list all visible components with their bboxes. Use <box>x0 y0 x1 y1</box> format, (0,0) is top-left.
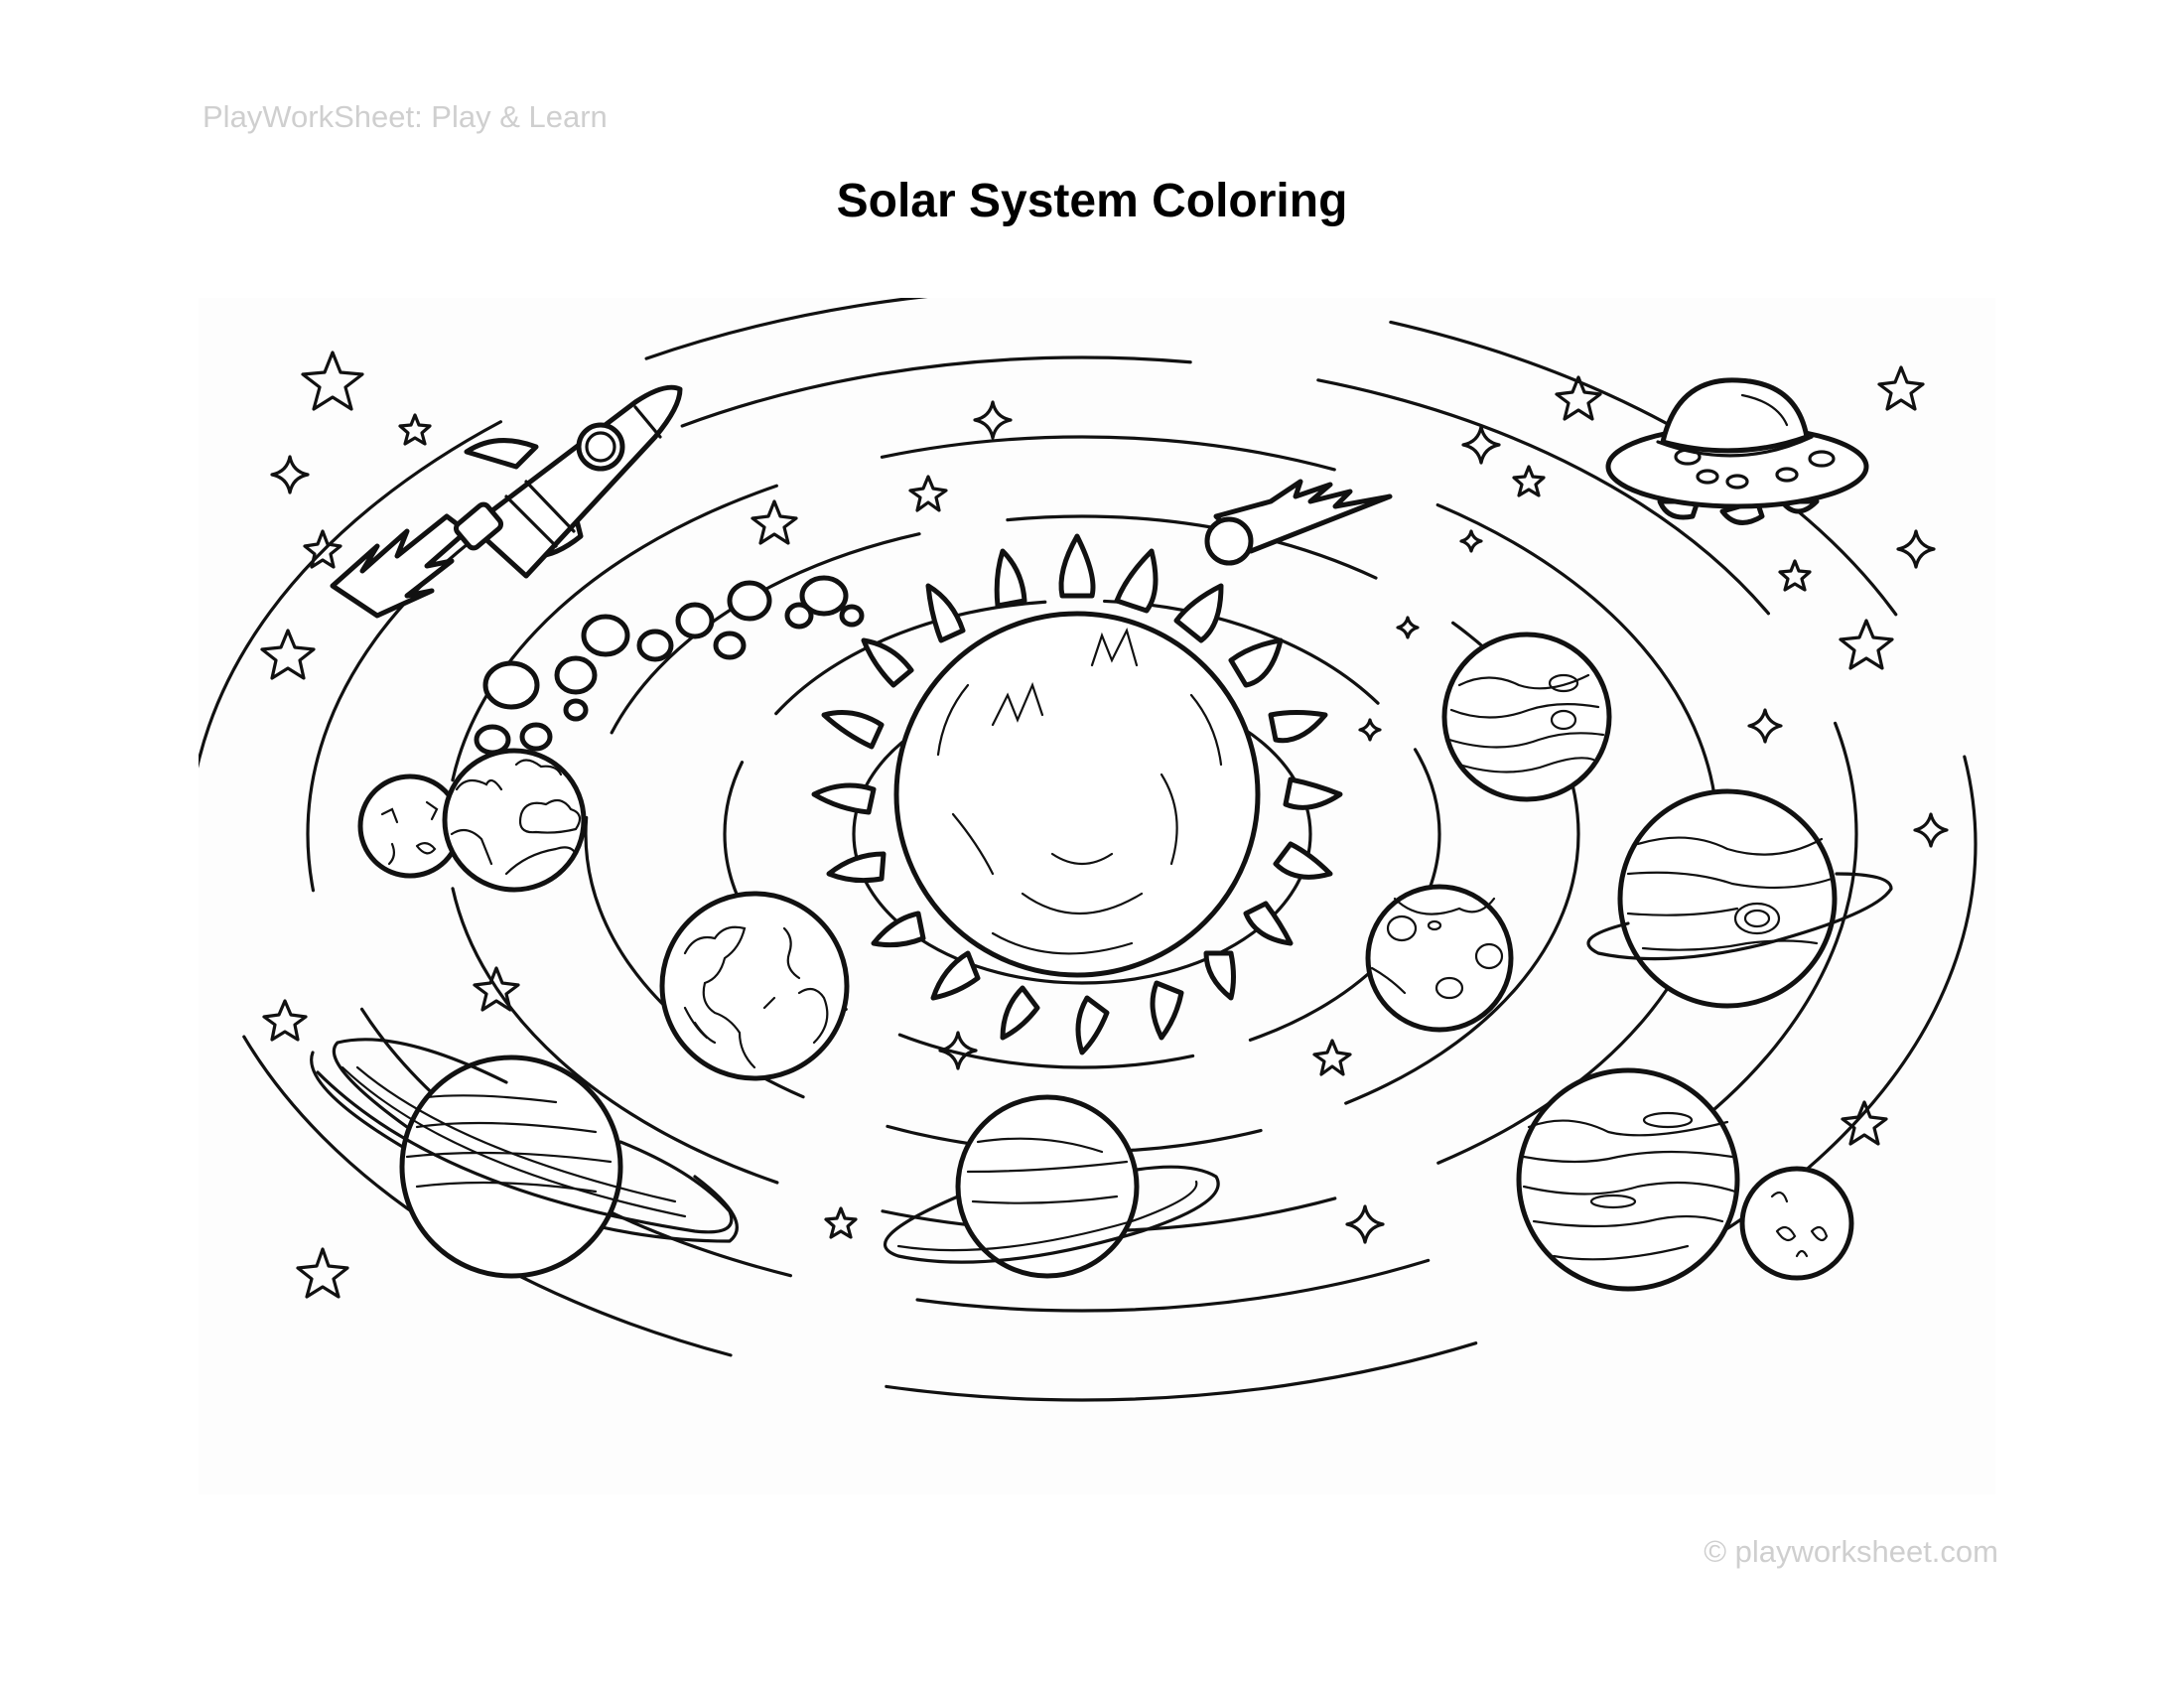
cloudy-planet-icon <box>442 748 587 893</box>
saturn-icon <box>310 1038 739 1279</box>
brand-header: PlayWorkSheet: Play & Learn <box>203 99 608 134</box>
copyright-footer: © playworksheet.com <box>1704 1534 1998 1569</box>
rocket-icon <box>330 384 683 619</box>
solar-system-drawing <box>199 298 1978 1402</box>
small-ringed-planet-icon <box>884 1094 1220 1279</box>
star-icons <box>260 351 1925 1299</box>
banded-planet-icon <box>1441 632 1612 802</box>
big-ringed-planet-icon <box>1586 788 1893 1009</box>
pluto-icon <box>1739 1166 1854 1281</box>
coloring-illustration <box>199 298 1995 1494</box>
earth-icon <box>659 891 850 1081</box>
comet-icon <box>1204 479 1393 566</box>
ufo-icon <box>1605 377 1869 525</box>
asteroid-belt <box>474 575 865 783</box>
jupiter-icon <box>1516 1067 1740 1292</box>
sparkle-icons <box>270 400 1949 1244</box>
cratered-moon-icon <box>1365 884 1514 1033</box>
page-title: Solar System Coloring <box>836 175 1348 227</box>
sun-icon <box>811 533 1343 1055</box>
